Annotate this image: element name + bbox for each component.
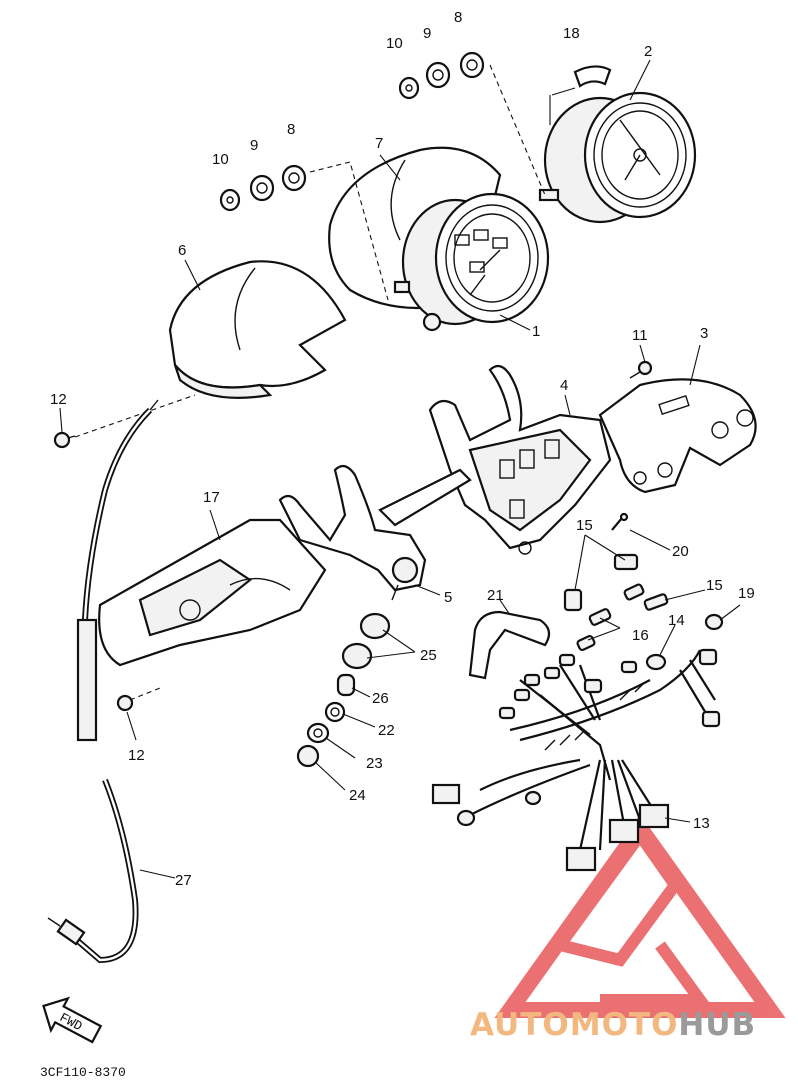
speedometer-cable-part-27 — [47, 399, 159, 964]
watermark-hub: HUB — [678, 1007, 756, 1043]
callout-23: 23 — [366, 755, 383, 772]
callout-13: 13 — [693, 815, 710, 832]
bracket-part-3 — [598, 378, 757, 494]
callout-15-left: 15 — [576, 517, 593, 534]
bulb-sockets-group — [563, 512, 724, 671]
callout-labels: 1 2 3 4 5 6 7 8 8 9 9 10 10 11 12 12 13 … — [50, 9, 755, 889]
callout-8-upper: 8 — [454, 9, 462, 26]
callout-19: 19 — [738, 585, 755, 602]
bracket-part-5 — [278, 464, 427, 601]
speedometer-gauge — [393, 192, 550, 332]
watermark-auto: AUTO — [470, 1007, 570, 1043]
callout-16: 16 — [632, 627, 649, 644]
callout-12-lower: 12 — [128, 747, 145, 764]
washer-group-left — [219, 164, 307, 212]
bolt-part-11 — [629, 360, 653, 379]
callout-18: 18 — [563, 25, 580, 42]
callout-10-left: 10 — [212, 151, 229, 168]
callout-22: 22 — [378, 722, 395, 739]
clip-part-21 — [468, 610, 551, 680]
bracket-arm — [378, 468, 472, 527]
watermark-text: AUTOMOTOHUB — [470, 1007, 756, 1043]
callout-14: 14 — [668, 612, 685, 629]
callout-21: 21 — [487, 587, 504, 604]
callout-5: 5 — [444, 589, 452, 606]
callout-2: 2 — [644, 43, 652, 60]
watermark-moto: MOTO — [570, 1007, 679, 1043]
watermark-logo — [494, 814, 786, 1018]
small-parts-group — [296, 612, 391, 768]
bolt-part-12-lower — [116, 694, 134, 712]
drawing-code: 3CF110-8370 — [40, 1065, 126, 1080]
forward-direction-arrow: FWD — [42, 996, 103, 1044]
callout-6: 6 — [178, 242, 186, 259]
bolt-part-12-upper — [53, 431, 76, 449]
callout-3: 3 — [700, 325, 708, 342]
callout-11: 11 — [632, 327, 648, 344]
callout-1: 1 — [532, 323, 540, 340]
callout-10-upper: 10 — [386, 35, 403, 52]
callout-25: 25 — [420, 647, 437, 664]
callout-8-left: 8 — [287, 121, 295, 138]
meter-cover-part-6 — [168, 260, 347, 399]
callout-26: 26 — [372, 690, 389, 707]
washer-group-upper — [398, 51, 485, 100]
callout-27: 27 — [175, 872, 192, 889]
gauge-band-part-18 — [573, 65, 612, 88]
callout-15-right: 15 — [706, 577, 723, 594]
callout-7: 7 — [375, 135, 383, 152]
callout-9-upper: 9 — [423, 25, 431, 42]
tachometer-gauge — [538, 91, 697, 224]
callout-4: 4 — [560, 377, 568, 394]
wire-harness-part-13 — [431, 648, 721, 872]
callout-12-upper: 12 — [50, 391, 67, 408]
bracket-part-4 — [428, 364, 612, 555]
callout-17: 17 — [203, 489, 220, 506]
callout-20: 20 — [672, 543, 689, 560]
callout-9-left: 9 — [250, 137, 258, 154]
callout-24: 24 — [349, 787, 366, 804]
lower-housing-part-17 — [98, 518, 327, 667]
